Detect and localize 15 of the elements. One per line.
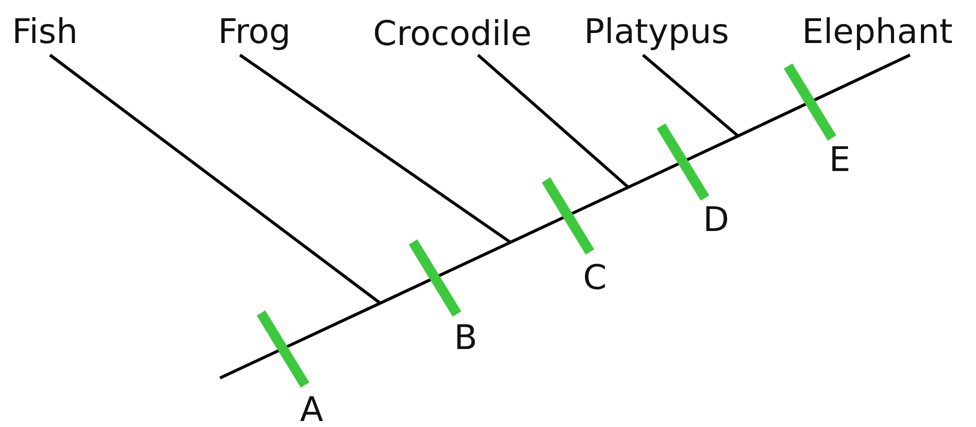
taxon-label: Frog xyxy=(218,12,291,52)
trait-letter: C xyxy=(583,258,607,298)
taxon-label: Elephant xyxy=(802,12,953,52)
branch-line xyxy=(737,54,911,138)
branch-line xyxy=(477,54,629,188)
taxon-label: Fish xyxy=(12,12,78,52)
trait-letter: E xyxy=(829,140,850,180)
taxon-label: Platypus xyxy=(584,12,730,52)
trait-letter: D xyxy=(703,200,730,240)
branch-line xyxy=(642,54,739,138)
taxon-label: Crocodile xyxy=(373,14,532,54)
trait-letter: A xyxy=(300,390,324,427)
trait-letter: B xyxy=(454,318,478,358)
branch-line xyxy=(49,54,381,304)
branch-line xyxy=(239,54,511,244)
